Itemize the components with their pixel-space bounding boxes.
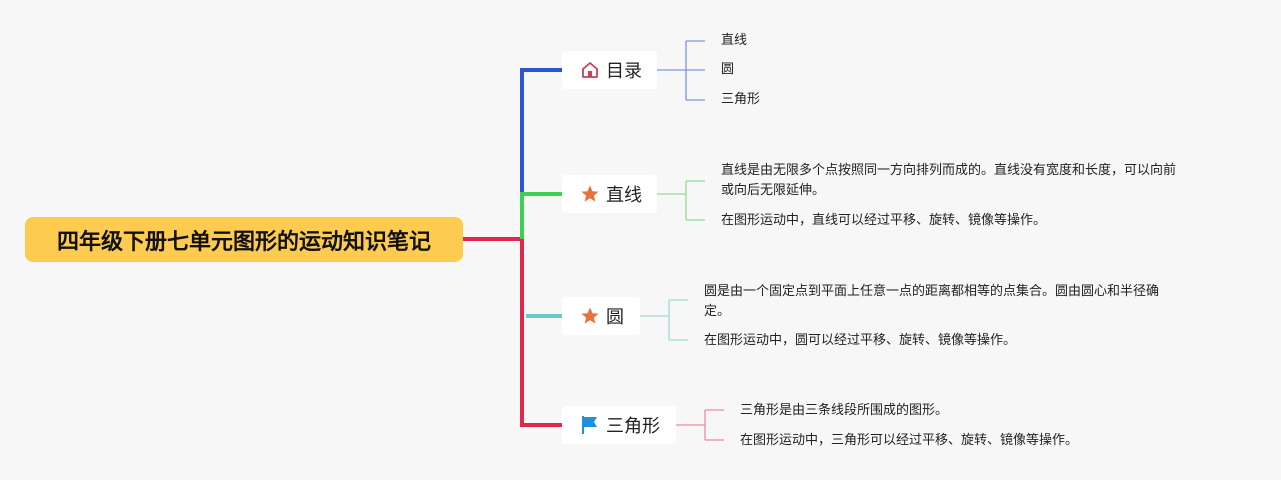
leaf-connector-zhixian bbox=[657, 180, 705, 221]
root-title: 四年级下册七单元图形的运动知识笔记 bbox=[56, 229, 431, 255]
branch-label: 圆 bbox=[606, 307, 624, 328]
star-icon bbox=[580, 184, 600, 204]
branch-label: 目录 bbox=[606, 61, 642, 82]
connector-sanjiaoxing bbox=[520, 239, 562, 427]
leaf-connector-yuan bbox=[640, 299, 688, 341]
branch-yuan[interactable]: 圆 bbox=[562, 297, 640, 335]
leaf-line: 或向后无限延伸。 bbox=[721, 183, 826, 198]
leaf-yuan-motion[interactable]: 在图形运动中，圆可以经过平移、旋转、镜像等操作。 bbox=[704, 331, 1016, 351]
leaf-mulu-1[interactable]: 直线 bbox=[721, 33, 748, 48]
leaf-line: 在图形运动中，三角形可以经过平移、旋转、镜像等操作。 bbox=[740, 433, 1079, 448]
leaf-sanjiaoxing-definition[interactable]: 三角形是由三条线段所围成的图形。 bbox=[740, 401, 948, 421]
leaf-sanjiaoxing-motion[interactable]: 在图形运动中，三角形可以经过平移、旋转、镜像等操作。 bbox=[740, 431, 1078, 451]
leaf-line: 圆是由一个固定点到平面上任意一点的距离都相等的点集合。圆由圆心和半径确 bbox=[704, 284, 1160, 299]
branch-mulu[interactable]: 目录 bbox=[562, 51, 657, 89]
leaf-mulu-3[interactable]: 三角形 bbox=[721, 92, 761, 107]
leaf-mulu-2[interactable]: 圆 bbox=[721, 62, 735, 77]
leaf-zhixian-definition[interactable]: 直线是由无限多个点按照同一方向排列而成的。直线没有宽度和长度，可以向前 或向后无… bbox=[721, 161, 1176, 201]
leaf-line: 直线是由无限多个点按照同一方向排列而成的。直线没有宽度和长度，可以向前 bbox=[721, 163, 1177, 178]
leaf-line: 三角形是由三条线段所围成的图形。 bbox=[740, 403, 949, 418]
star-icon bbox=[580, 306, 600, 326]
connector-mulu bbox=[520, 68, 562, 239]
branch-label: 直线 bbox=[606, 185, 642, 206]
leaf-connector-sanjiaoxing bbox=[676, 409, 724, 441]
leaf-zhixian-motion[interactable]: 在图形运动中，直线可以经过平移、旋转、镜像等操作。 bbox=[721, 211, 1046, 231]
connector-zhixian bbox=[520, 192, 562, 239]
root-topic[interactable]: 四年级下册七单元图形的运动知识笔记 bbox=[25, 217, 463, 262]
leaf-yuan-definition[interactable]: 圆是由一个固定点到平面上任意一点的距离都相等的点集合。圆由圆心和半径确 定。 bbox=[704, 282, 1159, 322]
flag-icon bbox=[580, 415, 600, 435]
leaf-line: 定。 bbox=[704, 304, 731, 319]
home-icon bbox=[580, 60, 600, 80]
leaf-line: 在图形运动中，圆可以经过平移、旋转、镜像等操作。 bbox=[704, 333, 1017, 348]
branch-zhixian[interactable]: 直线 bbox=[562, 175, 657, 213]
leaf-connector-mulu bbox=[657, 40, 705, 101]
leaf-line: 在图形运动中，直线可以经过平移、旋转、镜像等操作。 bbox=[721, 213, 1047, 228]
branch-sanjiaoxing[interactable]: 三角形 bbox=[562, 406, 676, 444]
branch-label: 三角形 bbox=[606, 416, 660, 437]
